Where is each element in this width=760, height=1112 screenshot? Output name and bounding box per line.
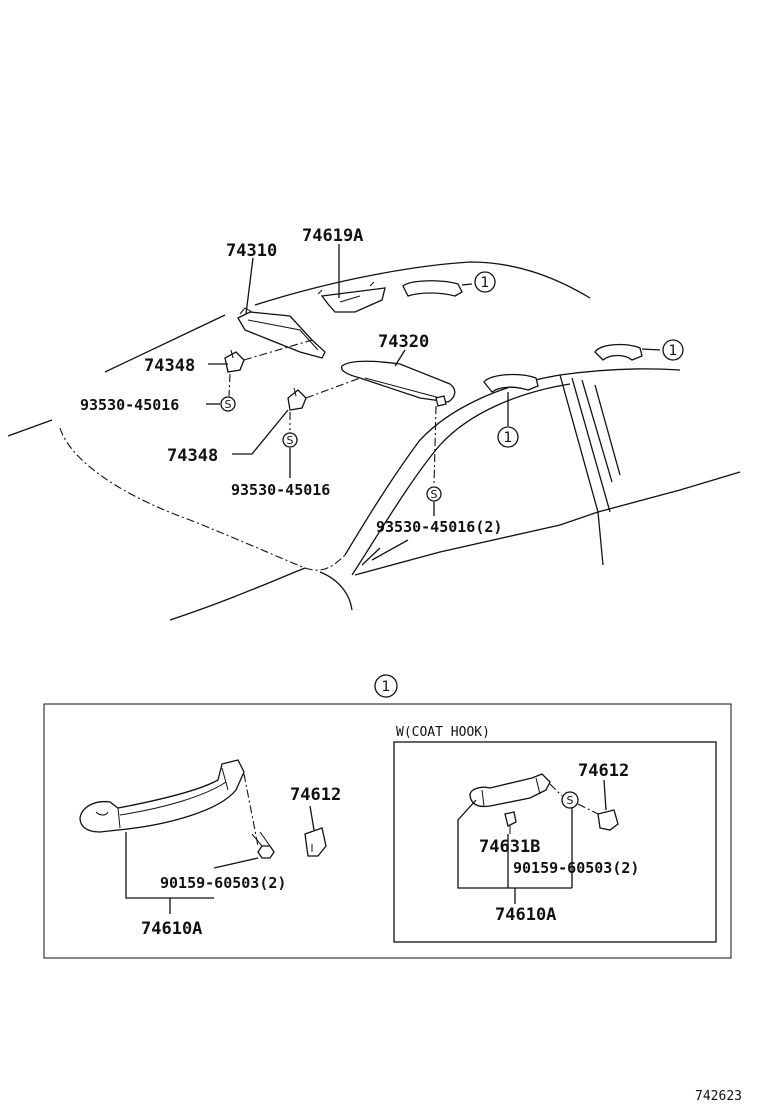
- roof-outline: [7, 261, 741, 621]
- svg-text:S: S: [225, 398, 232, 411]
- coat-hook-inset: [393, 741, 717, 943]
- label-clip-lower: 74348: [167, 446, 218, 466]
- svg-text:S: S: [431, 488, 438, 501]
- label-grip-right: 74610A: [495, 905, 556, 925]
- label-holder: 74619A: [302, 226, 363, 246]
- svg-text:1: 1: [669, 343, 678, 359]
- svg-text:S: S: [567, 794, 574, 807]
- label-visor-left: 74310: [226, 241, 277, 261]
- screw-s-icon: S: [426, 486, 442, 502]
- assist-grip-left: [79, 759, 245, 833]
- sun-visor-right: [340, 360, 456, 407]
- label-grip-left: 74610A: [141, 919, 202, 939]
- screw-s-icon: S: [220, 396, 236, 412]
- svg-text:1: 1: [382, 679, 391, 695]
- bolt: [251, 831, 275, 859]
- screw-s-icon: S: [561, 791, 579, 809]
- label-screw-detail-left: 90159-60503(2): [160, 874, 286, 892]
- label-hook: 74631B: [479, 837, 540, 857]
- label-clip-upper: 74348: [144, 356, 195, 376]
- label-screw-right: 93530-45016(2): [376, 518, 502, 536]
- grip-cap-left: [304, 827, 327, 857]
- label-screw-detail-right: 90159-60503(2): [513, 859, 639, 877]
- drawing-number: 742623: [695, 1089, 742, 1104]
- visor-holder: [317, 281, 386, 313]
- label-visor-right: 74320: [378, 332, 429, 352]
- label-cap-left: 74612: [290, 785, 341, 805]
- circled-number-1-icon: 1: [374, 674, 398, 698]
- grip-roof-right: [594, 343, 661, 361]
- inset-title: W(COAT HOOK): [396, 725, 490, 740]
- grip-roof-lower: [483, 373, 539, 426]
- detail-frame: [43, 703, 732, 959]
- sun-visor-left: [237, 307, 326, 359]
- circled-number-1-icon: 1: [497, 426, 519, 448]
- svg-text:1: 1: [504, 430, 513, 446]
- screw-s-icon: S: [282, 432, 298, 448]
- circled-number-1-icon: 1: [662, 339, 684, 361]
- svg-text:S: S: [287, 434, 294, 447]
- grip-cap-right: [597, 809, 619, 831]
- label-screw-mid: 93530-45016: [231, 481, 330, 499]
- grip-roof-upper: [402, 280, 473, 297]
- coat-hook: [504, 811, 517, 834]
- label-cap-right: 74612: [578, 761, 629, 781]
- svg-text:1: 1: [481, 275, 490, 291]
- visor-clip-lower: [287, 387, 307, 411]
- visor-clip-upper: [224, 349, 245, 373]
- circled-number-1-icon: 1: [474, 271, 496, 293]
- label-screw-left: 93530-45016: [80, 396, 179, 414]
- assist-grip-right: [469, 773, 551, 808]
